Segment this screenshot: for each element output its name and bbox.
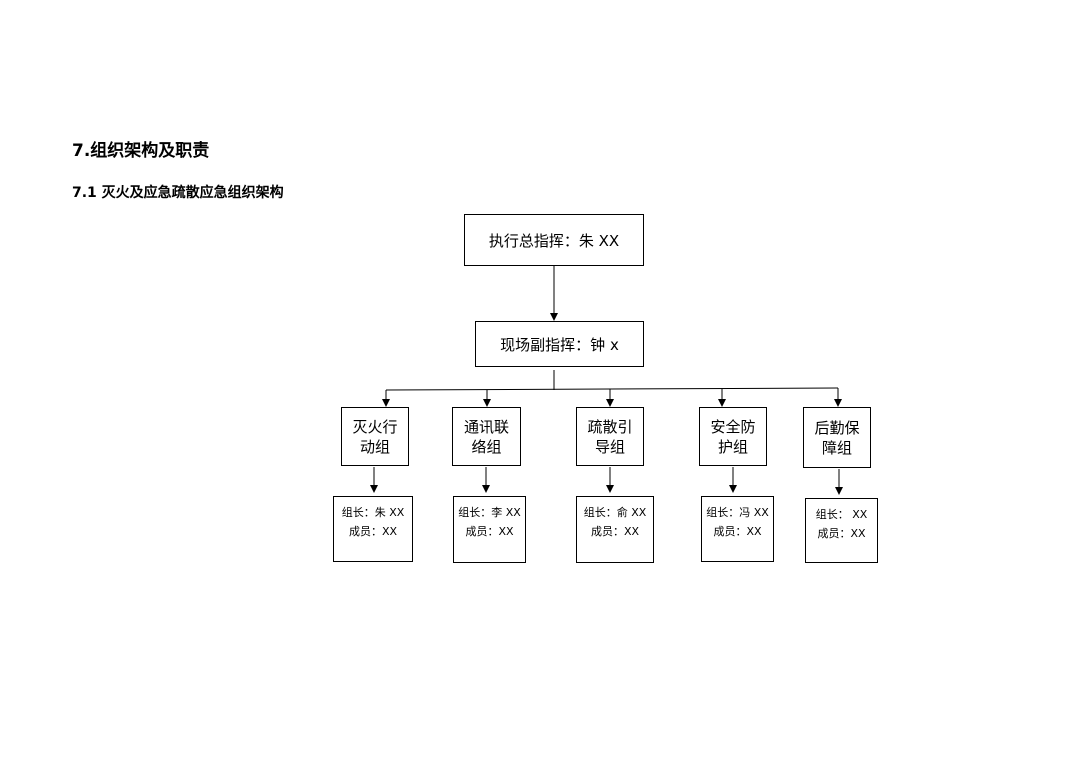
group-leader: 组长：俞 XX	[583, 506, 647, 519]
member-box-logistics: 组长： XX 成员：XX	[805, 498, 878, 563]
deputy-commander-label: 现场副指挥：钟 x	[500, 335, 619, 354]
deputy-commander-box: 现场副指挥：钟 x	[475, 321, 644, 367]
group-box-evacuation: 疏散引导组	[576, 407, 644, 466]
group-box-logistics: 后勤保障组	[803, 407, 871, 468]
group-members: 成员：XX	[713, 525, 762, 538]
group-name: 疏散引导组	[587, 417, 633, 456]
group-members: 成员：XX	[590, 525, 640, 538]
group-name: 通讯联络组	[463, 417, 509, 456]
group-members: 成员：XX	[817, 527, 866, 540]
member-box-evacuation: 组长：俞 XX 成员：XX	[576, 496, 654, 563]
subsection-heading: 7.1 灭火及应急疏散应急组织架构	[72, 185, 284, 201]
group-box-safety: 安全防护组	[699, 407, 767, 466]
group-box-firefighting: 灭火行动组	[341, 407, 409, 466]
group-leader: 组长：朱 XX	[341, 506, 405, 519]
connector-bus	[385, 387, 839, 391]
member-box-firefighting: 组长：朱 XX 成员：XX	[333, 496, 413, 562]
group-name: 后勤保障组	[814, 418, 860, 457]
chief-commander-box: 执行总指挥：朱 XX	[464, 214, 644, 266]
group-members: 成员：XX	[465, 525, 514, 538]
group-box-communication: 通讯联络组	[452, 407, 521, 466]
member-box-safety: 组长：冯 XX 成员：XX	[701, 496, 774, 562]
section-heading: 7.组织架构及职责	[72, 141, 210, 161]
group-leader: 组长：李 XX	[458, 506, 521, 519]
member-box-communication: 组长：李 XX 成员：XX	[453, 496, 526, 563]
group-leader: 组长： XX	[815, 508, 868, 521]
group-name: 灭火行动组	[352, 417, 398, 456]
chief-commander-label: 执行总指挥：朱 XX	[488, 231, 620, 250]
group-leader: 组长：冯 XX	[706, 506, 769, 519]
group-members: 成员：XX	[348, 525, 398, 538]
group-name: 安全防护组	[710, 417, 756, 456]
